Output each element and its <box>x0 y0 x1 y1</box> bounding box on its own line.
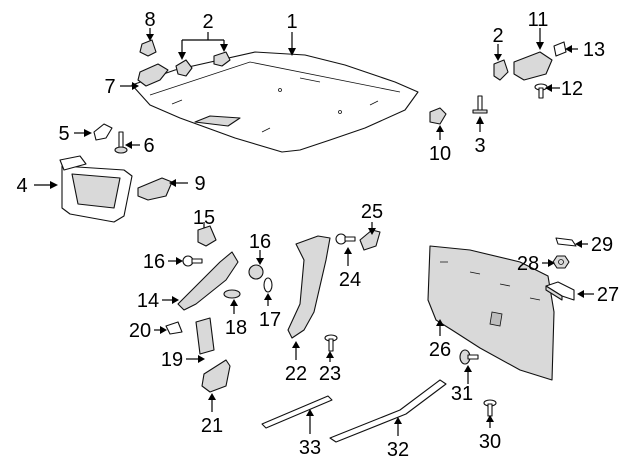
callout-7: 7 <box>104 76 115 98</box>
callout-20: 20 <box>129 320 151 342</box>
callout-25: 25 <box>361 201 383 223</box>
plug-10 <box>429 107 447 125</box>
visor-screw <box>114 131 128 154</box>
callout-16-left: 16 <box>143 251 165 273</box>
callout-labels: 1 2 8 7 5 6 4 9 10 3 2 11 13 12 15 16 16… <box>16 9 619 461</box>
headliner-clips <box>175 51 231 77</box>
callout-9: 9 <box>194 173 205 195</box>
pin-23 <box>324 334 338 352</box>
bracket-7 <box>137 63 169 87</box>
leader-lines <box>34 28 594 436</box>
callout-28: 28 <box>517 253 539 275</box>
push-pin <box>472 95 488 114</box>
callout-2-right: 2 <box>492 25 503 47</box>
callout-32: 32 <box>387 439 409 461</box>
visor-clip <box>93 123 113 141</box>
callout-26: 26 <box>429 339 451 361</box>
clip-20 <box>165 321 183 335</box>
screw-12 <box>534 83 548 99</box>
callout-16-right: 16 <box>249 231 271 253</box>
headliner <box>131 51 419 153</box>
callout-33: 33 <box>299 437 321 459</box>
sill-plate-right <box>329 379 447 443</box>
callout-29: 29 <box>591 234 613 256</box>
callout-21: 21 <box>201 415 223 437</box>
button-18 <box>223 289 241 299</box>
callout-17: 17 <box>259 309 281 331</box>
back-panel <box>427 245 555 381</box>
callout-4: 4 <box>16 175 27 197</box>
visor-holder <box>137 177 173 201</box>
callout-27: 27 <box>597 284 619 306</box>
callout-2-left: 2 <box>202 11 213 33</box>
callout-22: 22 <box>285 363 307 385</box>
callout-23: 23 <box>319 363 341 385</box>
clip-8 <box>139 39 157 57</box>
sill-plate-left <box>261 395 333 429</box>
trim-21 <box>201 359 231 393</box>
callout-18: 18 <box>225 317 247 339</box>
cap-25 <box>359 229 381 251</box>
a-pillar-trim <box>177 251 239 311</box>
b-pillar-trim <box>287 235 331 339</box>
bracket-11 <box>513 51 553 81</box>
clip-2-right <box>493 59 509 81</box>
callout-3: 3 <box>474 135 485 157</box>
callout-24: 24 <box>339 269 361 291</box>
callout-13: 13 <box>583 39 605 61</box>
clip-15 <box>197 225 217 247</box>
clip-17 <box>263 277 273 293</box>
callout-6: 6 <box>143 135 154 157</box>
plug-16-right <box>248 264 264 280</box>
pin-30 <box>483 399 497 417</box>
clip-13 <box>553 41 567 57</box>
callout-14: 14 <box>137 290 159 312</box>
callout-8: 8 <box>144 9 155 31</box>
callout-31: 31 <box>451 383 473 405</box>
sun-visor <box>59 155 133 223</box>
bracket-19 <box>195 317 215 355</box>
callout-30: 30 <box>479 431 501 453</box>
callout-5: 5 <box>58 123 69 145</box>
bolt-16-left <box>182 255 203 267</box>
callout-15: 15 <box>193 207 215 229</box>
nut-28 <box>552 255 570 269</box>
plug-31 <box>459 349 479 365</box>
callout-11: 11 <box>528 9 549 31</box>
bracket-27 <box>545 281 575 301</box>
callout-19: 19 <box>161 349 183 371</box>
callout-12: 12 <box>561 78 583 100</box>
callout-1: 1 <box>286 11 297 33</box>
callout-10: 10 <box>429 143 451 165</box>
clip-29 <box>555 237 577 247</box>
plug-24 <box>335 233 356 245</box>
